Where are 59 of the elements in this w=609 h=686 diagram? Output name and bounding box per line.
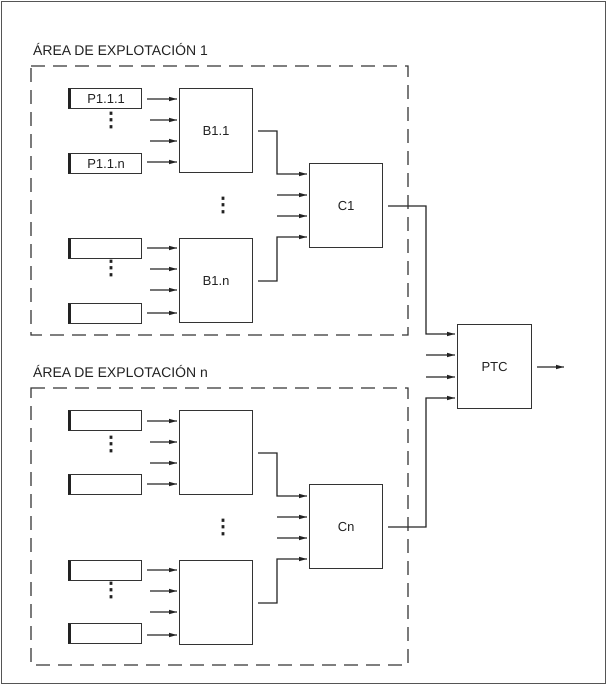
source-box — [68, 410, 142, 431]
ellipsis-mark: ⋮ — [213, 195, 233, 215]
node-label: Cn — [338, 519, 354, 534]
process-box — [179, 88, 253, 173]
arrow — [388, 205, 455, 336]
process-box — [179, 238, 253, 323]
process-box — [457, 324, 532, 409]
node-label: B1.1 — [202, 123, 230, 138]
process-box — [179, 560, 253, 645]
arrow — [150, 588, 177, 594]
node-label: P1.1.1 — [87, 91, 125, 106]
arrow — [150, 266, 177, 272]
node-label: C1 — [338, 198, 354, 213]
arrow — [147, 568, 177, 572]
source-box — [68, 474, 142, 495]
arrow — [147, 246, 177, 250]
source-box — [68, 88, 142, 109]
arrow — [147, 418, 177, 424]
arrow — [147, 482, 177, 486]
arrow — [147, 632, 177, 638]
arrow — [147, 310, 177, 316]
area-heading: ÁREA DE EXPLOTACIÓN 1 — [33, 42, 208, 58]
node-label: B1.n — [202, 273, 230, 288]
source-box — [68, 623, 142, 644]
arrow — [150, 288, 177, 292]
ellipsis-mark: ⋮ — [101, 258, 121, 278]
arrow — [150, 440, 177, 444]
arrow — [147, 96, 177, 102]
arrow — [150, 610, 177, 614]
source-box — [68, 238, 142, 259]
arrow — [388, 396, 455, 528]
arrow — [258, 130, 307, 176]
arrow — [277, 214, 307, 218]
arrow — [258, 452, 307, 498]
arrow — [258, 556, 307, 604]
arrow — [150, 118, 177, 122]
process-box — [309, 484, 383, 569]
ellipsis-mark: ⋮ — [101, 110, 121, 130]
source-box — [68, 303, 142, 324]
arrow — [426, 374, 455, 380]
node-label: PTC — [482, 359, 508, 374]
arrow — [277, 536, 307, 540]
arrow — [277, 514, 307, 520]
process-box — [179, 410, 253, 495]
arrow — [426, 352, 455, 358]
ellipsis-mark: ⋮ — [101, 434, 121, 454]
ellipsis-mark: ⋮ — [101, 580, 121, 600]
source-box — [68, 153, 142, 174]
arrow — [258, 234, 307, 282]
arrow — [150, 138, 177, 144]
node-label: P1.1.n — [87, 156, 125, 171]
ellipsis-mark: ⋮ — [213, 517, 233, 537]
area-heading: ÁREA DE EXPLOTACIÓN n — [33, 364, 208, 380]
arrow — [537, 364, 564, 370]
arrow — [147, 160, 177, 164]
arrow — [150, 460, 177, 466]
process-box — [309, 163, 383, 248]
source-box — [68, 560, 142, 581]
arrow — [277, 192, 307, 198]
